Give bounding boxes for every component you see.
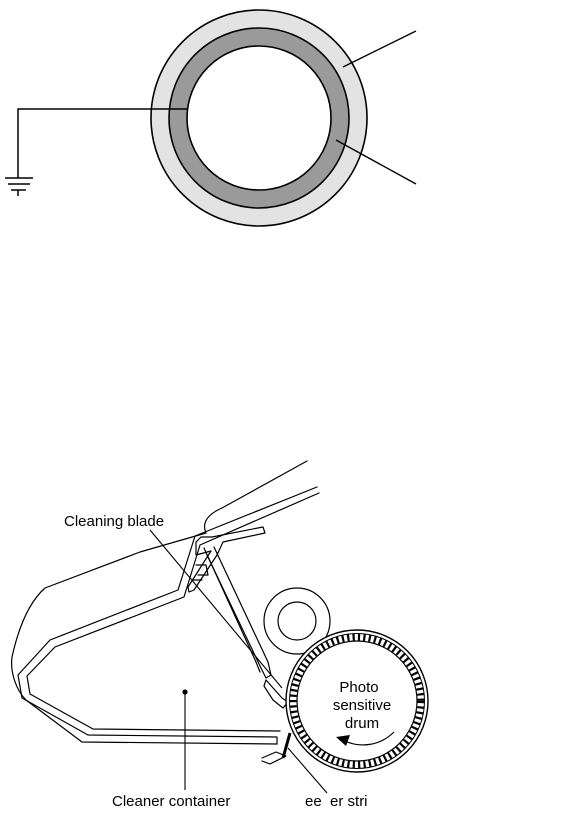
lid-frame: [17, 486, 318, 745]
photosensitive-drum: [285, 629, 429, 773]
cleaning-blade-label: Cleaning blade: [64, 513, 164, 530]
small-roller: [263, 587, 331, 655]
cleaning-blade-tip: [263, 679, 289, 709]
outer-layer-leader: [342, 30, 417, 68]
housing-outline: [11, 460, 308, 745]
small-roller-inner: [277, 601, 317, 641]
blade-bracket-inner: [203, 547, 261, 673]
scraper-strip: [281, 732, 292, 759]
blade-holder: [187, 526, 266, 593]
drum-band-outer-edge: [289, 633, 425, 769]
ground-connection: [5, 108, 187, 196]
layer-leader-lines: [335, 30, 417, 185]
bracket-tab-1: [195, 564, 209, 576]
core-cylinder: [186, 45, 332, 191]
scraper-strip-label: ee er stri: [305, 793, 368, 810]
blade-bracket: [206, 546, 272, 679]
drum-label-line1: Photo: [339, 679, 378, 696]
rotation-arrowhead-icon: [336, 735, 350, 746]
cleaner-container-label: Cleaner container: [112, 793, 230, 810]
drum-inner-rim: [296, 640, 418, 762]
cleaning-blade-leader: [149, 529, 283, 689]
bottom-scraper: [261, 751, 287, 765]
lid-frame-inner: [26, 492, 320, 732]
label-leaders: [149, 529, 328, 794]
rotation-arrow-icon: [344, 731, 395, 746]
drum-label-line2: sensitive: [333, 697, 391, 714]
cleaner-assembly: [11, 460, 320, 765]
drum-label-line3: drum: [345, 715, 379, 732]
scraper-strip-leader: [287, 747, 328, 794]
ground-wire: [17, 108, 187, 178]
drum-hatch-band: [289, 633, 425, 769]
middle-layer-leader: [335, 139, 417, 185]
drum-cross-section: [150, 9, 368, 227]
